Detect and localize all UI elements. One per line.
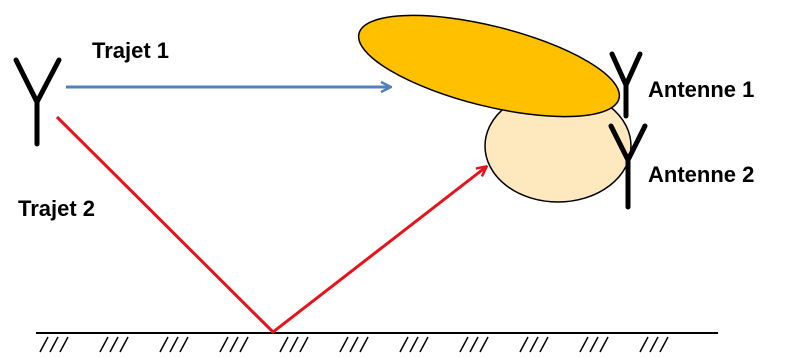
antenna1-label: Antenne 1 [648, 77, 754, 102]
path2-label: Trajet 2 [18, 196, 95, 221]
path2-arrow [55, 115, 486, 334]
path1-label: Trajet 1 [92, 38, 169, 63]
antenna1-lobe [357, 14, 621, 118]
y-antenna-icon [13, 57, 62, 147]
antenna2-icon [608, 123, 648, 210]
antenna2-label: Antenne 2 [648, 162, 754, 187]
ground-hatching [39, 336, 669, 353]
antenna1-icon [609, 51, 643, 119]
